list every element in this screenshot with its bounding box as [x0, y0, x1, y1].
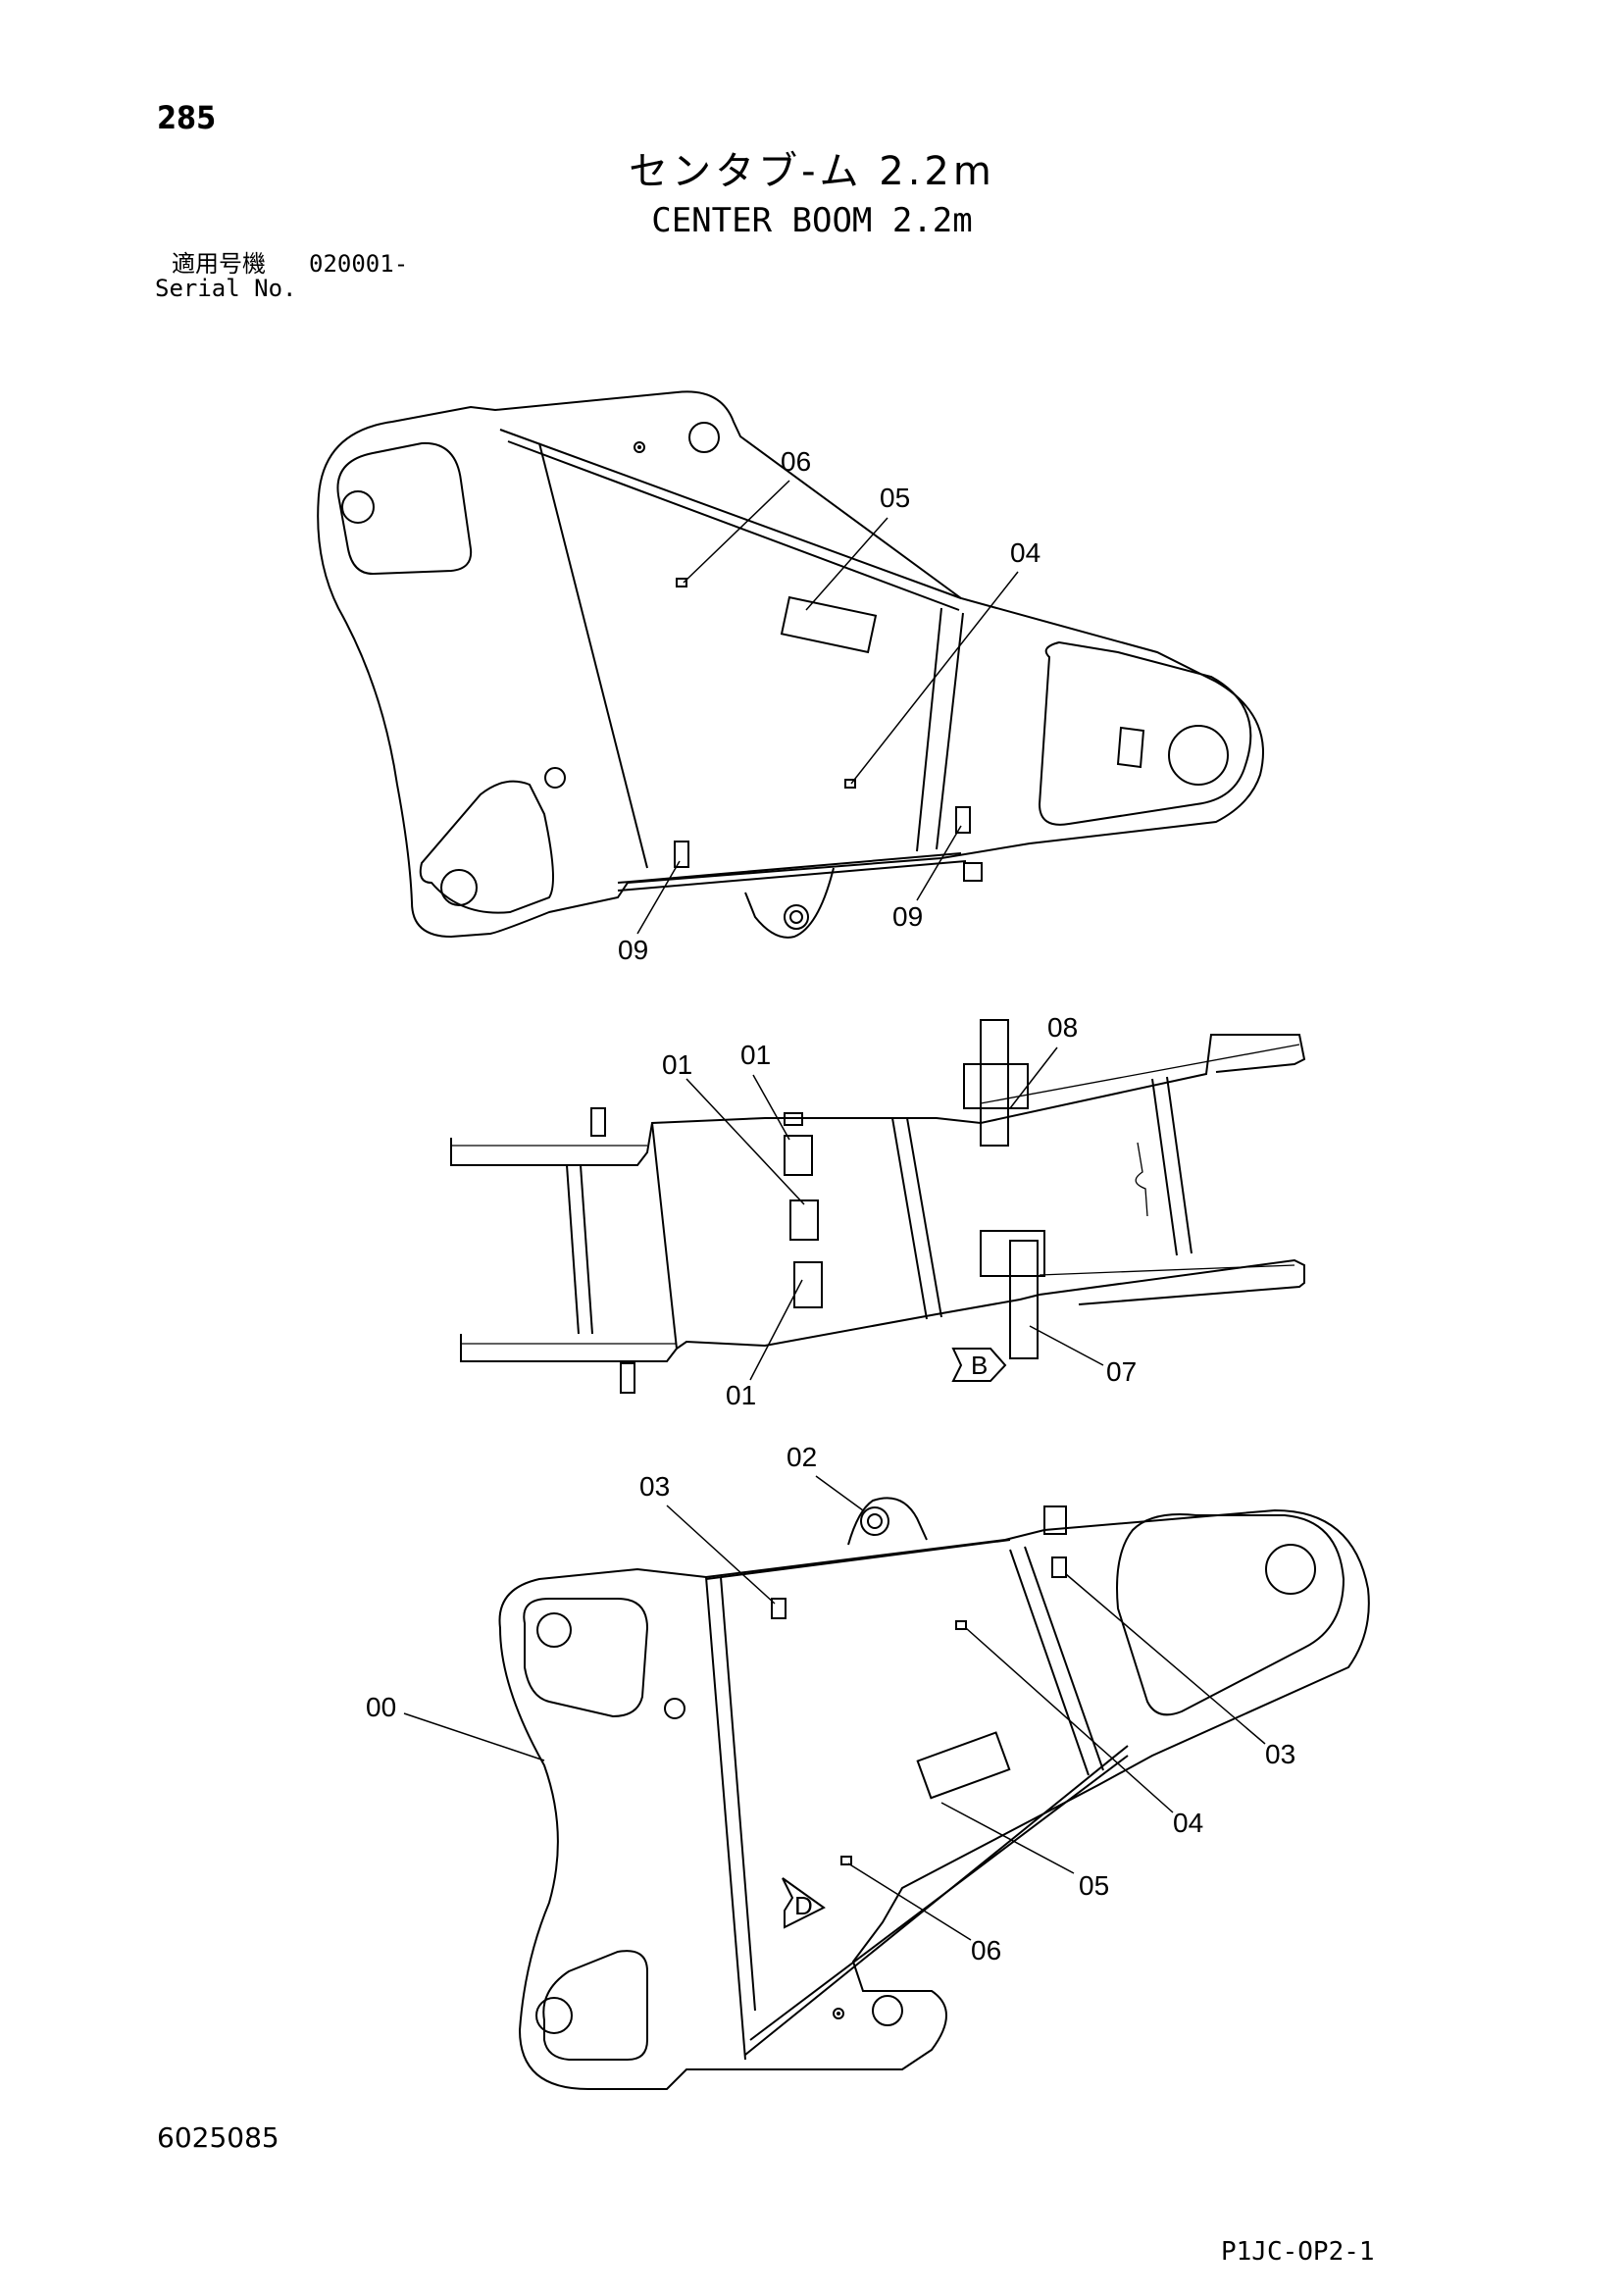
- right-window-bottom: [1116, 1513, 1345, 1716]
- view-d-arrow: [782, 1877, 826, 1929]
- boom-side-outline-bottom: [498, 1508, 1370, 2090]
- bottom-flange: [617, 852, 962, 884]
- right-window: [1038, 640, 1252, 826]
- bracket: [744, 867, 835, 939]
- plate-01-a: [784, 1135, 813, 1176]
- web-seam-right: [916, 607, 942, 852]
- part-06-top: [676, 578, 687, 587]
- callout-01-a: 01: [662, 1049, 692, 1080]
- part-09-right: [955, 806, 971, 834]
- part-06-bottom: [840, 1856, 852, 1865]
- top-view: [317, 390, 1264, 939]
- tip-pin-hole: [1168, 725, 1229, 786]
- serial-range: 020001-: [309, 250, 409, 278]
- callout-09-right: 09: [892, 901, 923, 932]
- web-seam-left: [538, 442, 648, 869]
- callout-01-b: 01: [740, 1040, 771, 1070]
- lower-rail: [460, 1258, 1305, 1362]
- callout-07: 07: [1106, 1356, 1137, 1387]
- top-flange: [499, 429, 962, 599]
- grease-hole: [544, 767, 566, 789]
- plate-05: [780, 595, 878, 654]
- callout-09-left: 09: [618, 935, 648, 965]
- pin-hole: [341, 490, 375, 524]
- left-upper-window-bottom: [523, 1598, 649, 1718]
- title-english: CENTER BOOM 2.2m: [651, 201, 973, 240]
- part-03-right: [1051, 1556, 1067, 1578]
- web-seam-bottom-left: [705, 1576, 746, 2061]
- view-d-label: D: [794, 1891, 813, 1920]
- callout-08: 08: [1047, 1012, 1078, 1043]
- boom-side-outline: [317, 390, 1264, 939]
- plate-07: [1009, 1240, 1039, 1359]
- page-number: 285: [157, 99, 217, 136]
- callout-02: 02: [787, 1442, 817, 1472]
- sheet-code: P1JC-OP2-1: [1221, 2237, 1375, 2267]
- serial-label-english: Serial No.: [155, 275, 297, 302]
- upper-rail: [450, 1034, 1306, 1166]
- title-japanese: センタブ-ム 2.2m: [629, 149, 995, 194]
- callout-06-bottom: 06: [971, 1935, 1001, 1965]
- small-hole: [634, 441, 645, 453]
- middle-view: B: [450, 1019, 1306, 1394]
- callout-04-bottom: 04: [1173, 1808, 1203, 1838]
- top-flange-inner: [507, 440, 960, 611]
- drawing-number: 6025085: [157, 2121, 279, 2154]
- plate-05-bottom: [916, 1731, 1011, 1800]
- part-03-left: [771, 1598, 787, 1619]
- left-lower-window-bottom: [542, 1950, 648, 2061]
- middle-callouts: 01 01 01 08 07: [662, 1012, 1137, 1410]
- callout-04: 04: [1010, 537, 1040, 568]
- top-callouts: 06 05 04 09 09: [618, 446, 1040, 965]
- callout-06: 06: [781, 446, 811, 477]
- serial-label-japanese: 適用号機: [172, 250, 266, 278]
- plate-08: [980, 1019, 1009, 1147]
- callout-05-bottom: 05: [1079, 1870, 1109, 1901]
- callout-00: 00: [366, 1692, 396, 1722]
- bottom-view: D: [498, 1497, 1370, 2090]
- callout-03-left: 03: [639, 1471, 670, 1502]
- left-upper-window: [336, 441, 473, 576]
- pin-hole: [688, 422, 720, 453]
- bottom-callouts: 02 03 03 00 04 05 06: [366, 1442, 1295, 1965]
- plate-01-b: [789, 1199, 819, 1241]
- view-b-arrow: [951, 1348, 1007, 1382]
- pin-hole: [440, 869, 478, 906]
- callout-03-right: 03: [1265, 1739, 1295, 1769]
- part-04-bottom: [955, 1620, 967, 1630]
- part-09-left: [674, 841, 689, 868]
- plate-01-c: [793, 1261, 823, 1308]
- left-lower-window: [419, 780, 554, 914]
- callout-01-c: 01: [726, 1380, 756, 1410]
- mark-plate: [1116, 726, 1145, 769]
- part-04-top: [844, 779, 856, 789]
- callout-05: 05: [880, 483, 910, 513]
- view-b-label: B: [971, 1351, 988, 1380]
- bracket-02: [847, 1497, 928, 1546]
